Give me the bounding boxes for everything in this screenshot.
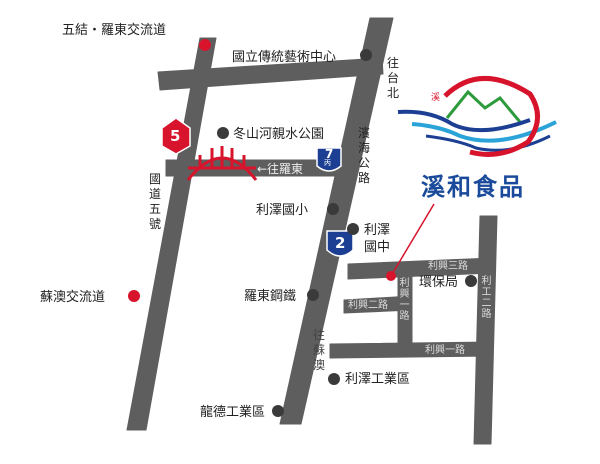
- lize-elementary-marker: [327, 203, 339, 215]
- brand-logo: [397, 76, 557, 157]
- central-vertical-road: [397, 267, 413, 351]
- dongshan-road-upper: [157, 57, 384, 91]
- lize-junior-high-label: 利澤國中: [364, 223, 391, 255]
- ligong-2nd-road: [473, 215, 498, 445]
- lixing-3rd-road-label: 利興三路: [428, 261, 468, 272]
- ligong-2nd-road-label: 利工二路: [481, 276, 492, 320]
- binhai-highway: [279, 17, 394, 425]
- lize-junior-high-marker: [347, 223, 359, 235]
- lize-elementary-label: 利澤國小: [256, 203, 309, 218]
- luodong-steel-label: 羅東鋼鐵: [244, 289, 297, 304]
- provincial-shield-number: 2: [335, 234, 346, 252]
- lize-industrial-marker: [328, 373, 340, 385]
- lixing-1st-road-label: 利興一路: [425, 345, 465, 356]
- wujie-interchange-label: 五結・羅東交流道: [62, 23, 167, 38]
- luodong-steel-marker: [307, 289, 319, 301]
- env-bureau-label: 環保局: [419, 275, 459, 290]
- toward-taipei-label: 往台北: [386, 56, 399, 100]
- dongshan-park-label: 冬山河親水公園: [233, 127, 325, 142]
- freeway-5-road: [126, 37, 217, 431]
- provincial-2-shield: [326, 230, 354, 257]
- lize-industrial-label: 利澤工業區: [345, 372, 411, 387]
- lixing-2nd-road-label: 利興二路: [348, 300, 388, 311]
- suao-interchange-marker: [128, 290, 140, 302]
- freeway-5-shield: [161, 117, 191, 155]
- freeway-5-label: 國道五號: [148, 172, 161, 231]
- env-bureau-marker: [465, 275, 477, 287]
- dongshan-park-marker: [217, 127, 229, 139]
- location-pointer: [386, 203, 435, 281]
- lixing-vertical-road-label: 利興一路: [399, 278, 410, 322]
- binhai-road-label: 濱海公路: [357, 126, 370, 185]
- longde-industrial-label: 龍德工業區: [200, 405, 266, 420]
- red-bridge: [186, 146, 258, 181]
- county-7-shield: [316, 147, 342, 172]
- toward-luodong-label: ←往羅東: [257, 162, 304, 176]
- county-shield-suffix: 丙: [324, 159, 331, 167]
- county-shield-number: 7: [325, 147, 334, 161]
- brand-name: 溪和食品: [421, 173, 525, 201]
- arts-center-marker: [360, 49, 372, 61]
- toward-suao-label: 往蘇澳: [312, 328, 325, 372]
- longde-industrial-marker: [272, 405, 284, 417]
- wujie-interchange-marker: [199, 39, 211, 51]
- arts-center-label: 國立傳統藝術中心: [232, 50, 337, 65]
- brand-logo-badge: 溪: [431, 93, 441, 103]
- suao-interchange-label: 蘇澳交流道: [40, 290, 106, 305]
- freeway-shield-number: 5: [170, 127, 181, 145]
